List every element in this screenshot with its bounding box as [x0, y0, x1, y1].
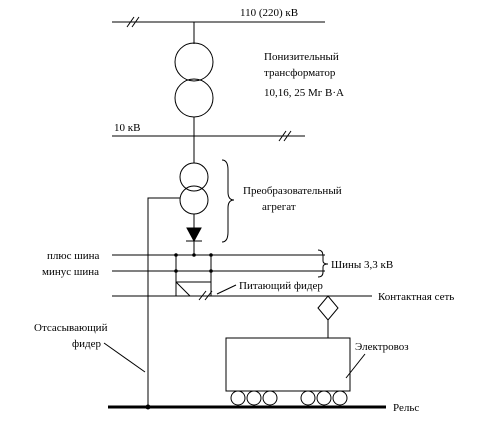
plus-bus-label: плюс шина — [47, 250, 99, 262]
buses-brace — [317, 249, 329, 278]
mv-bus-label: 10 кВ — [114, 122, 140, 134]
electric-locomotive: Электровоз — [225, 295, 409, 406]
converter-label-1: Преобразовательный — [243, 185, 342, 197]
rail-label: Рельс — [393, 402, 419, 414]
mv-bus: 10 кВ — [112, 122, 305, 142]
dc-buses: плюс шина минус шина Шины 3,3 кВ — [42, 249, 393, 278]
catenary-label: Контактная сеть — [378, 291, 454, 303]
minus-bus-label: минус шина — [42, 266, 99, 278]
converter-unit: Преобразовательный агрегат — [147, 159, 342, 406]
transformer-label-2: трансформатор — [264, 67, 336, 79]
catenary: Контактная сеть — [112, 291, 454, 303]
suction-feeder-label-2: фидер — [72, 338, 101, 350]
converter-brace — [221, 159, 235, 243]
hv-bus: 110 (220) кВ — [112, 7, 325, 28]
pantograph — [317, 295, 339, 321]
buses-label: Шины 3,3 кВ — [331, 259, 393, 271]
locomotive-body — [225, 337, 351, 392]
rectifier-diode — [186, 227, 202, 243]
transformer-label-1: Понизительный — [264, 51, 339, 63]
hv-bus-label: 110 (220) кВ — [240, 7, 298, 19]
step-down-transformer: Понизительный трансформатор 10,16, 25 Мг… — [174, 22, 344, 163]
locomotive-label: Электровоз — [355, 341, 409, 353]
feeder-label: Питающий фидер — [239, 280, 323, 292]
suction-feeder-label-1: Отсасывающий — [34, 322, 108, 334]
transformer-label-3: 10,16, 25 Мг В·А — [264, 87, 344, 99]
rail: Рельс — [108, 402, 419, 414]
feeder-switchgear: Питающий фидер — [174, 253, 323, 301]
suction-feeder: Отсасывающий фидер — [34, 322, 146, 373]
converter-label-2: агрегат — [262, 201, 296, 213]
